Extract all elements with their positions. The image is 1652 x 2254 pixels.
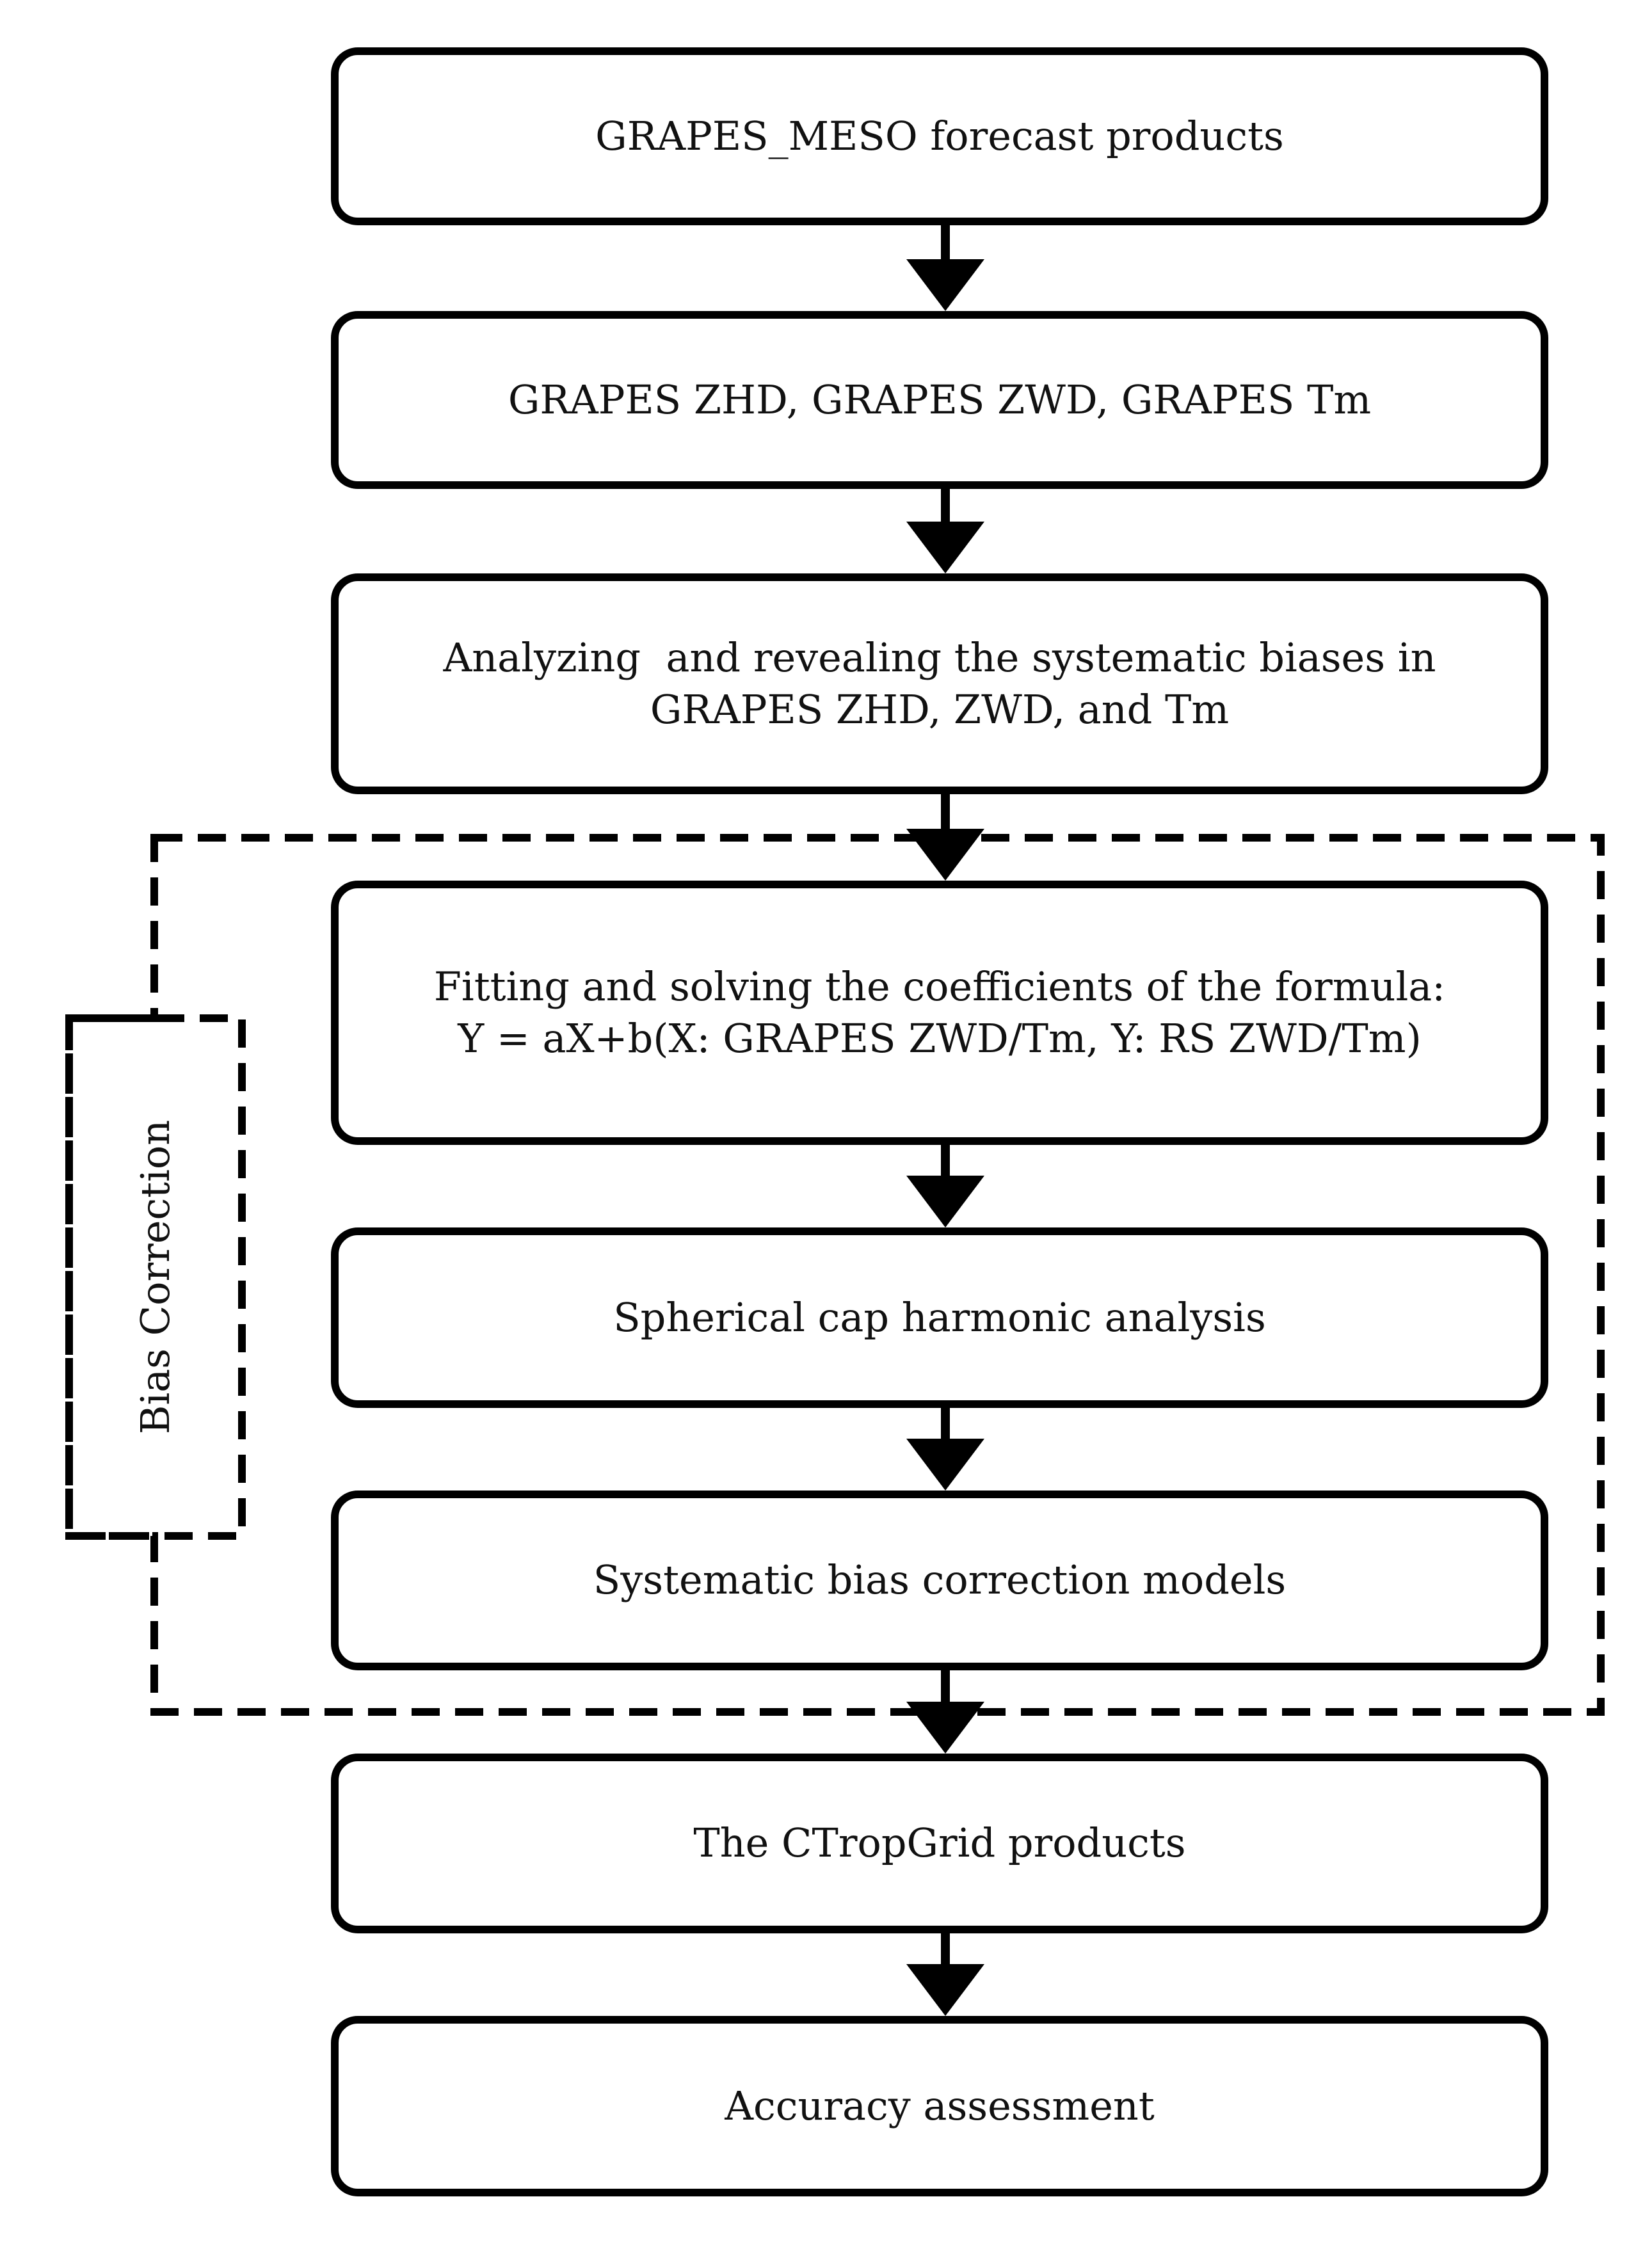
bias-correction-label-text: Bias Correction [132, 1119, 179, 1435]
box-spherical-cap-harmonic-analysis: Spherical cap harmonic analysis [331, 1227, 1548, 1408]
box-systematic-bias-correction-models: Systematic bias correction models [331, 1491, 1548, 1670]
box-grapes-meso-forecast-products: GRAPES_MESO forecast products [331, 47, 1548, 225]
arrow-6 [906, 1670, 984, 1754]
box-1-line-1: GRAPES_MESO forecast products [595, 112, 1284, 159]
box-4-line-2: Y = aX+b(X: GRAPES ZWD/Tm, Y: RS ZWD/Tm) [458, 1014, 1422, 1062]
box-6-line-1: Systematic bias correction models [593, 1556, 1287, 1604]
box-accuracy-assessment: Accuracy assessment [331, 2016, 1548, 2196]
box-3-line-2: GRAPES ZHD, ZWD, and Tm [650, 685, 1230, 733]
box-5-line-1: Spherical cap harmonic analysis [613, 1293, 1266, 1341]
box-2-line-1: GRAPES ZHD, GRAPES ZWD, GRAPES Tm [508, 376, 1372, 423]
bias-correction-label: Bias Correction [69, 1018, 242, 1536]
box-analyzing-systematic-biases: Analyzing and revealing the systematic b… [331, 573, 1548, 794]
arrow-7 [906, 1933, 984, 2016]
box-8-line-1: Accuracy assessment [725, 2082, 1155, 2129]
bias-correction-region [65, 834, 1605, 1716]
arrow-4 [906, 1145, 984, 1227]
box-ctropgrid-products: The CTropGrid products [331, 1754, 1548, 1933]
box-7-line-1: The CTropGrid products [693, 1819, 1186, 1867]
arrow-5 [906, 1408, 984, 1491]
arrow-2 [906, 489, 984, 573]
box-grapes-zhd-zwd-tm: GRAPES ZHD, GRAPES ZWD, GRAPES Tm [331, 311, 1548, 489]
box-4-line-1: Fitting and solving the coefficients of … [433, 963, 1446, 1010]
box-3-line-1: Analyzing and revealing the systematic b… [443, 634, 1436, 681]
arrow-3 [906, 794, 984, 881]
arrow-1 [906, 225, 984, 311]
box-fitting-coefficients: Fitting and solving the coefficients of … [331, 881, 1548, 1145]
